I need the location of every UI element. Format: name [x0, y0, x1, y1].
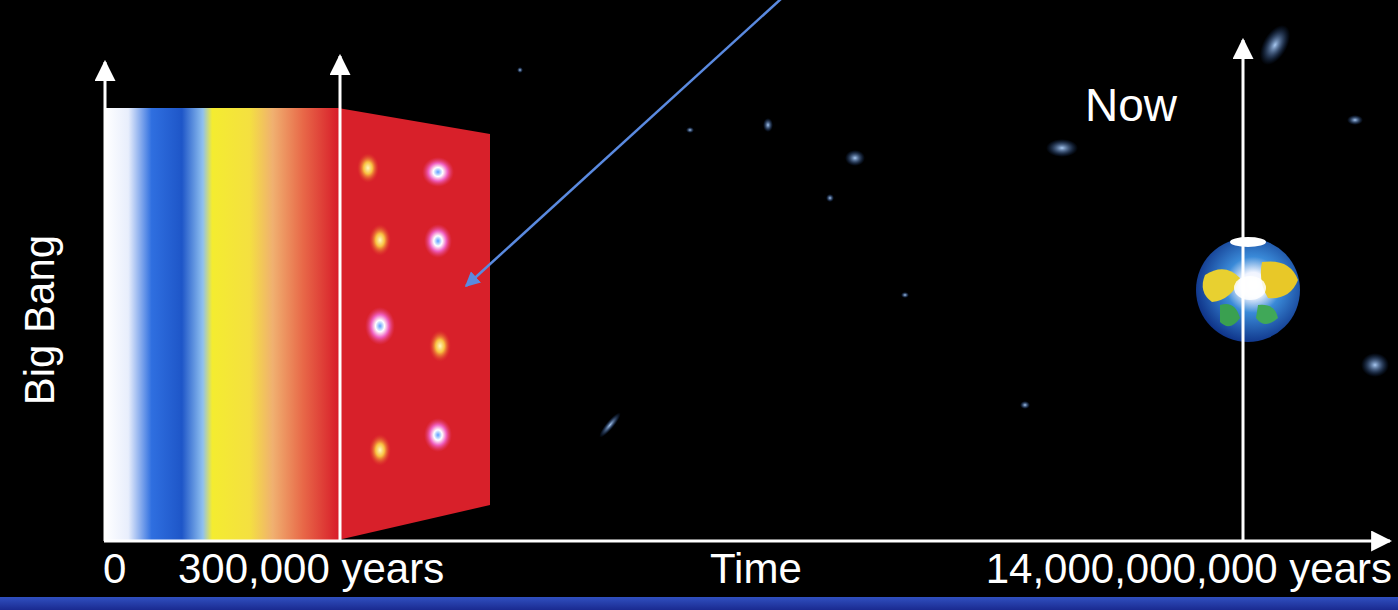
- cmb-panel: [338, 108, 490, 540]
- bottom-strip: [0, 597, 1398, 610]
- time-tick: 0: [103, 546, 126, 592]
- earth: [1196, 237, 1300, 342]
- early-universe-band: [105, 108, 338, 540]
- time-tick: 300,000 years: [178, 546, 444, 592]
- time-tick: 14,000,000,000 years: [986, 546, 1392, 592]
- cmb-spots: [357, 153, 454, 466]
- pointer-arrow: [466, 0, 782, 286]
- axes: [104, 40, 1390, 541]
- axis-title: Big Bang: [17, 235, 63, 405]
- now-label: Now: [1085, 80, 1177, 131]
- axis-label: Time: [710, 546, 802, 592]
- galaxies: [517, 20, 1389, 440]
